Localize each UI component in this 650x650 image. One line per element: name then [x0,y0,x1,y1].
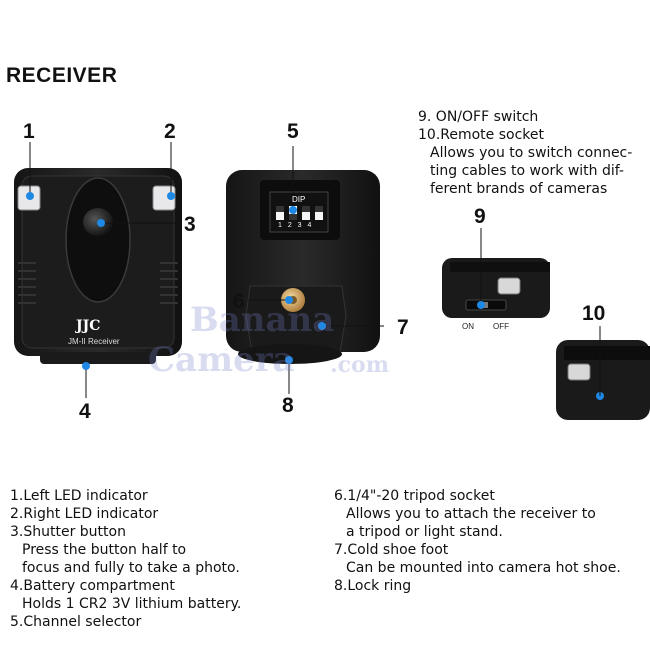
spec-item-heading: 2.Right LED indicator [10,506,159,522]
spec-item-description: ferent brands of cameras [430,181,608,197]
spec-item-heading: 10.Remote socket [418,127,544,143]
spec-item-description: Allows you to attach the receiver to [346,506,596,522]
callout-3: 3 [184,213,196,236]
receiver-front-view [14,142,182,398]
watermark-line2: Camera [148,340,295,380]
spec-item-heading: 3.Shutter button [10,524,126,540]
spec-item-heading: 4.Battery compartment [10,578,175,594]
callout-9: 9 [474,205,486,228]
callout-2: 2 [164,120,176,143]
switch-detail-view [442,228,550,318]
watermark-line1: Banana [190,300,335,340]
callout-7: 7 [397,316,409,339]
socket-detail-view [556,326,650,420]
spec-item-description: a tripod or light stand. [346,524,503,540]
spec-item-description: Allows you to switch connec- [430,145,633,161]
spec-item-heading: 1.Left LED indicator [10,488,148,504]
callout-6: 6 [233,290,245,313]
spec-item-description: Press the button half to [22,542,187,558]
spec-item-description: focus and fully to take a photo. [22,560,240,576]
callout-1: 1 [23,120,35,143]
watermark-line3: .com [330,352,390,378]
page-title: RECEIVER [6,64,118,87]
spec-item-heading: 9. ON/OFF switch [418,109,539,125]
receiver-back-view [226,146,384,394]
spec-item-description: ting cables to work with dif- [430,163,624,179]
device-brand-label: JJC [76,318,101,334]
spec-list-left: 1.Left LED indicator 2.Right LED indicato… [10,487,310,631]
switch-on-label: ON [462,322,474,331]
spec-item-description: Can be mounted into camera hot shoe. [346,560,621,576]
spec-item-description: Holds 1 CR2 3V lithium battery. [22,596,242,612]
dip-numbers: 1 2 3 4 [278,222,314,229]
switch-off-label: OFF [493,322,509,331]
device-model-label: JM-II Receiver [68,337,120,346]
callout-4: 4 [79,400,91,423]
spec-item-heading: 8.Lock ring [334,578,412,594]
spec-item-heading: 7.Cold shoe foot [334,542,449,558]
spec-item-heading: 6.1/4"-20 tripod socket [334,488,495,504]
callout-8: 8 [282,394,294,417]
spec-item-heading: 5.Channel selector [10,614,142,630]
callout-10: 10 [582,302,606,325]
dip-label: DIP [292,195,306,204]
callout-5: 5 [287,120,299,143]
